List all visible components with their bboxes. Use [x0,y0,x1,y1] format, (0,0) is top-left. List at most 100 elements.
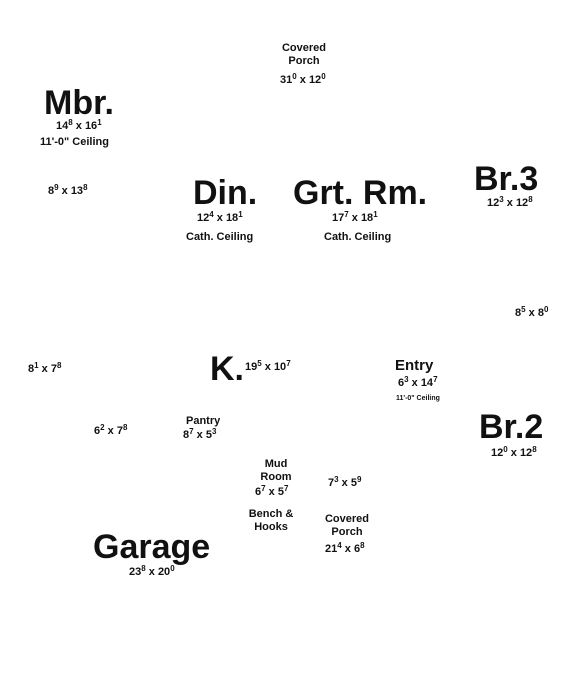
dim-part: 3 [211,427,217,436]
garage-room-name: Garage [93,528,211,566]
dim-part: 8 [532,445,537,454]
great-room-name: Grt. Rm. [293,174,428,212]
dim-part: 7 [189,427,194,436]
dim-part: 1 [34,361,39,370]
dim-part: 7 [433,375,438,384]
dim-part: 19 [245,361,258,373]
bench-line2: Hooks [254,521,288,533]
covered-porch-top-line1: Covered [281,42,327,54]
dim-part: x 12 [299,74,322,86]
dim-part: 1 [373,210,378,219]
dim-part: 3 [499,195,504,204]
bench-hooks-label: Bench & Hooks [241,509,301,533]
dim-part: 12 [491,447,504,459]
dim-part: x 7 [107,425,123,437]
dim-part: x 8 [528,307,544,319]
covered-porch-bottom-line2: Porch [331,526,363,538]
dim-part: 0 [292,72,297,81]
dim-part: x 5 [196,429,212,441]
dim-part: 2 [100,423,105,432]
mbr-room-name: Mbr. [44,84,114,122]
dim-part: x 5 [341,477,357,489]
dim-part: 8 [515,307,522,319]
dim-part: x 12 [506,197,529,209]
br2-dimensions: 120 x 128 [491,445,537,459]
great-room-ceiling-note: Cath. Ceiling [324,231,392,243]
dim-part: 4 [209,210,214,219]
dim-part: 9 [356,475,362,484]
dim-part: x 5 [268,486,284,498]
dim-part: 0 [321,72,326,81]
entry-dimensions: 63 x 147 [398,375,438,389]
dim-part: x 7 [41,363,57,375]
dim-part: 12 [197,212,210,224]
dim-part: 6 [398,377,405,389]
mbr-ceiling-note: 11'-0" Ceiling [40,136,109,148]
dim-part: 5 [257,359,262,368]
dim-part: 7 [286,359,291,368]
dim-part: 3 [404,375,409,384]
garage-dimensions: 238 x 200 [129,564,175,578]
entry-ceiling-note: 11'-0" Ceiling [396,395,440,402]
dim-part: 21 [325,543,338,555]
dim-part: x 18 [351,212,374,224]
mud-room-dimensions: 67 x 57 [255,484,289,498]
closet-dimensions: 73 x 59 [328,475,362,489]
dim-part: 14 [56,120,69,132]
dim-part: 8 [56,361,62,370]
br3-room-name: Br.3 [474,160,539,198]
covered-porch-bottom-label: Covered Porch [318,514,376,538]
dim-part: 12 [487,197,500,209]
dim-part: 3 [334,475,339,484]
dim-part: 8 [28,363,35,375]
mud-room-line1: Mud [264,458,288,470]
mud-room-line2: Room [260,471,292,483]
left-room-1-dimensions: 89 x 138 [48,183,88,197]
dim-part: 31 [280,74,293,86]
dim-part: 1 [238,210,243,219]
dim-part: 23 [129,566,142,578]
dim-part: 8 [122,423,128,432]
br2-room-name: Br.2 [479,408,544,446]
kitchen-room-name: K. [210,350,244,388]
bench-line1: Bench & [248,508,294,520]
dim-part: 8 [141,564,146,573]
dim-part: 7 [344,210,349,219]
dim-part: x 18 [216,212,239,224]
left-room-3-dimensions: 62 x 78 [94,423,128,437]
dim-part: x 20 [148,566,171,578]
covered-porch-top-dimensions: 310 x 120 [280,72,326,86]
dim-part: x 16 [75,120,98,132]
dim-part: 1 [97,118,102,127]
dim-part: 6 [94,425,101,437]
dim-part: x 12 [510,447,533,459]
mbr-dimensions: 148 x 161 [56,118,102,132]
pantry-dimensions: 87 x 53 [183,427,217,441]
dim-part: x 13 [61,185,84,197]
dim-part: 6 [255,486,262,498]
dim-part: 7 [328,477,335,489]
dim-part: 9 [54,183,59,192]
din-dimensions: 124 x 181 [197,210,243,224]
br3-dimensions: 123 x 128 [487,195,533,209]
din-room-name: Din. [193,174,258,212]
dim-part: 0 [503,445,508,454]
dim-part: 8 [83,183,88,192]
dim-part: 5 [521,305,526,314]
dim-part: 17 [332,212,345,224]
kitchen-dimensions: 195 x 107 [245,359,291,373]
entry-room-name: Entry [395,357,434,374]
covered-porch-bottom-dimensions: 214 x 68 [325,541,365,555]
covered-porch-top-line2: Porch [288,55,320,67]
great-room-dimensions: 177 x 181 [332,210,378,224]
dim-part: 8 [360,541,365,550]
pantry-room-name: Pantry [186,415,221,427]
dim-part: 7 [283,484,289,493]
dim-part: 0 [170,564,175,573]
left-room-2-dimensions: 81 x 78 [28,361,62,375]
dim-part: 8 [528,195,533,204]
dim-part: 8 [48,185,55,197]
dim-part: 8 [183,429,190,441]
mud-room-label: Mud Room [252,459,300,483]
dim-part: x 6 [344,543,361,555]
